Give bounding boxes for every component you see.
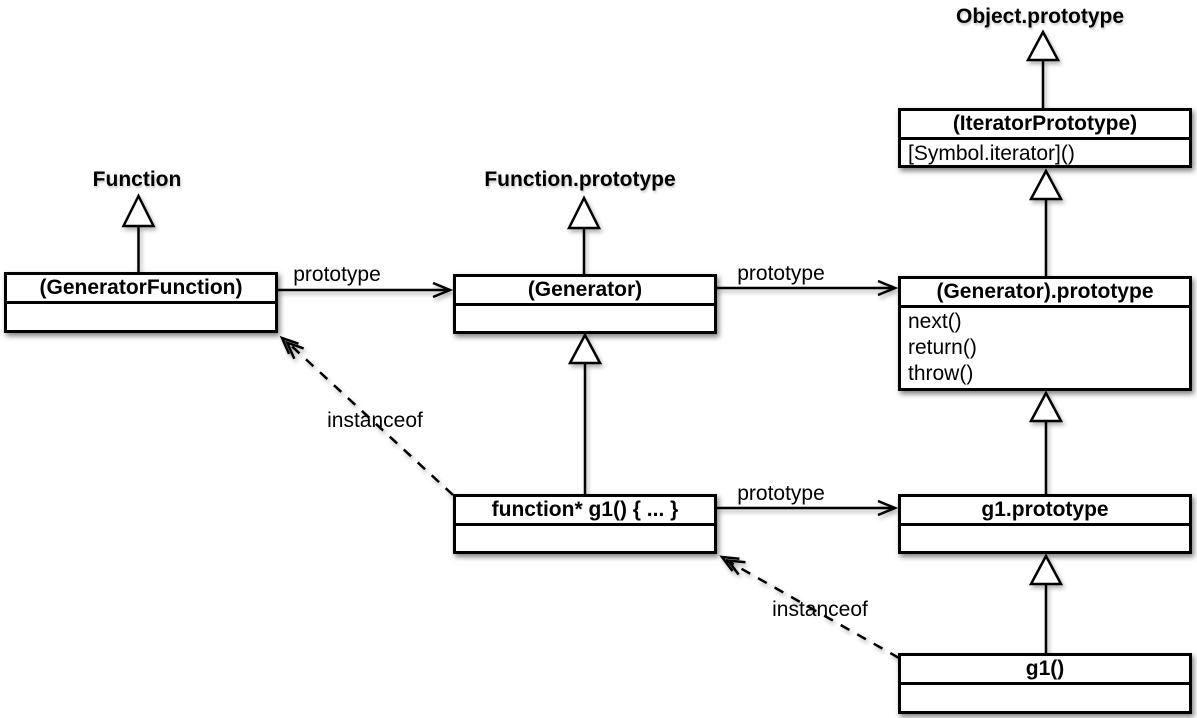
class-box-g1-prototype: g1.prototype [898, 494, 1192, 554]
class-title: (Generator) [456, 277, 714, 306]
member-list: [Symbol.iterator]() [901, 140, 1189, 165]
class-box-generator-prototype: (Generator).prototype next() return() th… [898, 276, 1192, 391]
empty-member-row [456, 526, 714, 551]
arrowhead-icon-prototype-3 [877, 499, 899, 517]
inheritance-triangle-icon-iteratorprototype [1028, 168, 1064, 201]
arrowhead-icon-prototype-1 [432, 281, 454, 299]
member-throw: throw() [908, 362, 974, 385]
arrowhead-icon-prototype-2 [877, 279, 899, 297]
arrowhead-icon-instanceof-1 [279, 335, 299, 355]
empty-member-row [7, 304, 275, 330]
empty-member-row [901, 685, 1189, 711]
edge-label-instanceof-1: instanceof [327, 409, 423, 432]
arrowhead-icon-instanceof-2 [719, 555, 740, 572]
inheritance-triangle-icon-function [121, 193, 156, 228]
member-next: next() [908, 310, 962, 333]
inheritance-triangle-icon-functionprototype [566, 195, 602, 230]
inheritance-triangle-icon-g1prototype [1028, 553, 1064, 586]
instanceof-arrow-line-1 [284, 339, 454, 496]
class-title: function* g1() { ... } [456, 497, 714, 526]
label-function: Function [92, 168, 182, 191]
member-symbol-iterator: [Symbol.iterator]() [908, 142, 1075, 165]
class-box-g1-call: g1() [898, 653, 1192, 714]
class-box-generator: (Generator) [453, 274, 717, 334]
instanceof-arrow-line-2 [725, 558, 900, 660]
label-function-prototype: Function.prototype [484, 168, 676, 191]
edge-label-prototype-2: prototype [737, 262, 825, 285]
edge-label-prototype-1: prototype [293, 263, 381, 286]
member-list: next() return() throw() [901, 308, 1189, 388]
edge-label-prototype-3: prototype [737, 482, 825, 505]
label-object-prototype: Object.prototype [955, 5, 1125, 28]
class-box-generator-function: (GeneratorFunction) [4, 272, 278, 333]
class-title: g1() [901, 656, 1189, 685]
inheritance-triangle-icon-objectprototype [1025, 29, 1061, 62]
class-title: (IteratorPrototype) [901, 111, 1189, 140]
class-title: (Generator).prototype [901, 279, 1189, 308]
class-box-g1-function: function* g1() { ... } [453, 494, 717, 554]
arrowhead-icon-instanceof-2b [725, 558, 746, 576]
empty-member-row [901, 526, 1189, 551]
member-return: return() [908, 336, 977, 359]
inheritance-triangle-icon-generator [567, 332, 603, 365]
arrowhead-icon-instanceof-1b [284, 340, 305, 360]
empty-member-row [456, 306, 714, 331]
class-title: (GeneratorFunction) [7, 275, 275, 304]
class-box-iterator-prototype: (IteratorPrototype) [Symbol.iterator]() [898, 108, 1192, 168]
edge-label-instanceof-2: instanceof [772, 598, 868, 621]
class-title: g1.prototype [901, 497, 1189, 526]
inheritance-triangle-icon-generatorprototype [1028, 390, 1064, 423]
